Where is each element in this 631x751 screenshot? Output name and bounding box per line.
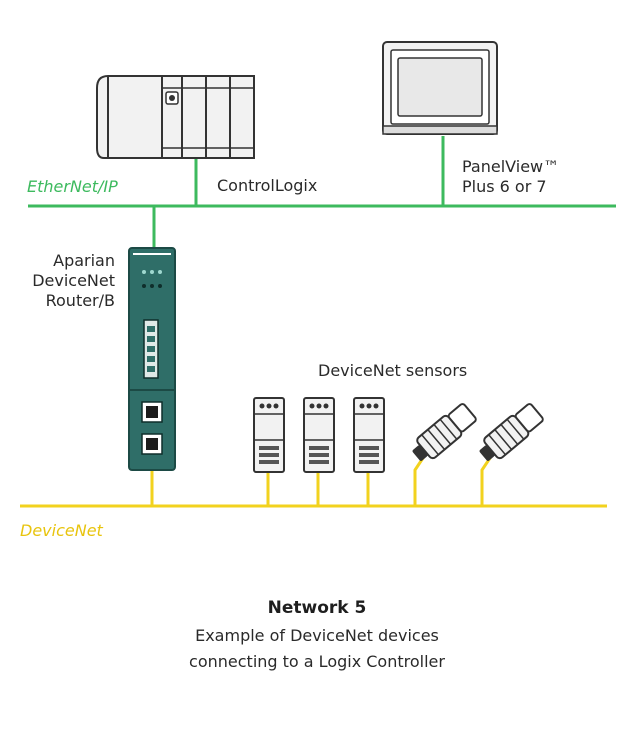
devicenet-network: DeviceNet [20,451,607,540]
devicenet-sensor-3 [353,397,385,473]
ethernet-network: EtherNet/IP [27,136,616,250]
devicenet-sensor-1 [253,397,285,473]
panelview-label-line1: PanelView™ [462,157,559,176]
caption-line1: Example of DeviceNet devices [195,626,439,645]
caption-title: Network 5 [268,598,367,618]
router-label-line3: Router/B [46,291,115,310]
devicenet-sensor-2 [303,397,335,473]
devicenet-router [128,247,176,471]
devicenet-sensor-4 [412,403,477,461]
panelview-label-line2: Plus 6 or 7 [462,177,547,196]
controllogix-label: ControlLogix [217,176,317,195]
ethernet-label: EtherNet/IP [27,177,118,196]
caption-line2: connecting to a Logix Controller [189,652,445,671]
router-label-line2: DeviceNet [32,271,115,290]
devicenet-label: DeviceNet [20,521,104,540]
panelview-terminal [382,41,498,135]
devicenet-sensor-5 [479,403,544,461]
sensors-label: DeviceNet sensors [318,361,467,380]
router-label-line1: Aparian [53,251,115,270]
controllogix-chassis [96,75,255,159]
